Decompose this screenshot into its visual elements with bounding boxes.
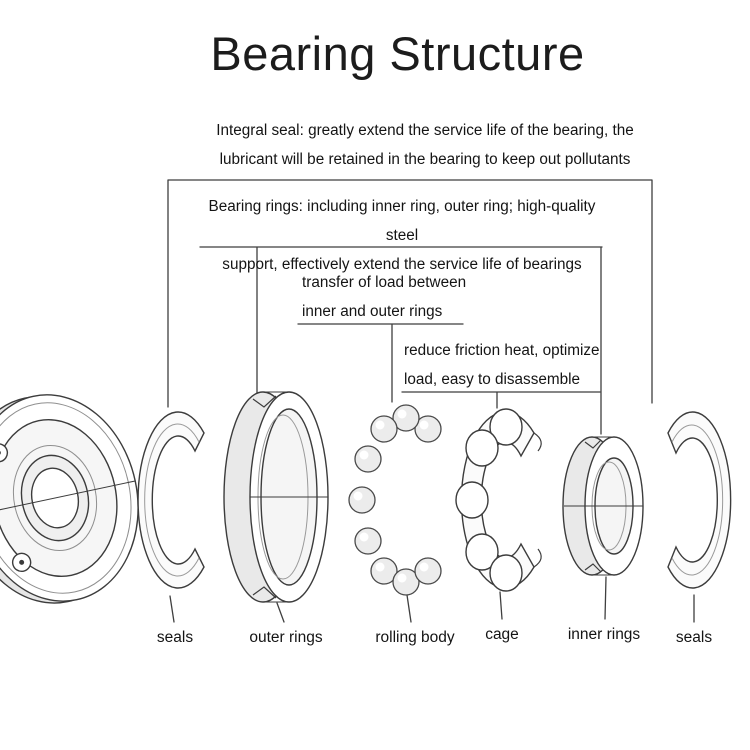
label-cage: cage [485,626,519,643]
label-rolling-body: rolling body [375,629,455,646]
label-seals-right: seals [675,629,713,646]
leader-lines [167,179,695,623]
rolling-body-drawing [348,404,442,596]
inner-ring-drawing [562,436,644,576]
seal-left-drawing [137,411,205,589]
complete-bearing-drawing [0,394,139,604]
annotation-friction: reduce friction heat, optimize load, eas… [404,336,644,394]
label-inner-rings: inner rings [567,626,641,643]
annotation-bearing-rings-line2: support, effectively extend the service … [222,256,582,273]
annotation-integral-seal: Integral seal: greatly extend the servic… [165,116,685,174]
cage-drawing [455,408,542,592]
annotation-load-transfer-line1: transfer of load between [302,274,467,291]
seal-right-drawing [667,411,732,589]
label-seals-left: seals [156,629,194,646]
outer-ring-drawing [223,391,329,603]
page-title: Bearing Structure [210,27,585,80]
annotation-friction-line2: load, easy to disassemble [404,371,581,388]
annotation-integral-seal-line1: Integral seal: greatly extend the servic… [216,122,634,139]
annotation-integral-seal-line2: lubricant will be retained in the bearin… [219,151,631,168]
annotation-bearing-rings: Bearing rings: including inner ring, out… [198,192,606,279]
annotation-load-transfer-line2: inner and outer rings [302,303,443,320]
annotation-bearing-rings-line1: Bearing rings: including inner ring, out… [208,198,596,244]
label-outer-rings: outer rings [249,629,323,646]
annotation-load-transfer: transfer of load between inner and outer… [302,268,532,326]
annotation-friction-line1: reduce friction heat, optimize [404,342,600,359]
